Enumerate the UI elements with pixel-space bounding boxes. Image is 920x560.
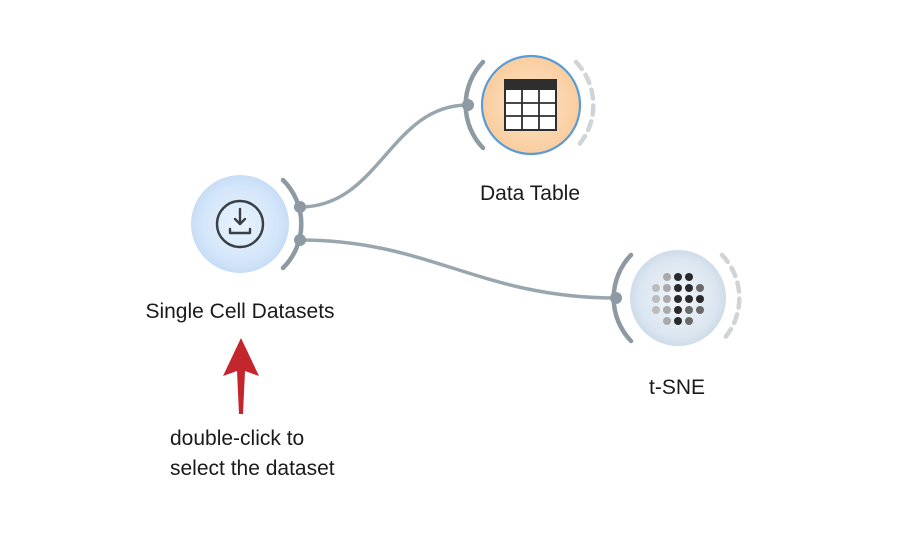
node-data-table[interactable] — [462, 54, 596, 156]
annotation-text: double-click to select the dataset — [170, 424, 335, 484]
link-source-to-table[interactable] — [299, 103, 469, 209]
output-port-arc[interactable] — [280, 177, 304, 271]
annotation-line: select the dataset — [170, 457, 335, 480]
output-port-arc-dashed[interactable] — [573, 59, 596, 151]
download-icon — [215, 199, 265, 249]
output-port-arc-dashed[interactable] — [719, 252, 742, 344]
node-label-t-sne: t-SNE — [648, 376, 706, 399]
node-t-sne[interactable] — [610, 250, 742, 346]
node-label-single-cell-datasets: Single Cell Datasets — [145, 300, 335, 323]
arrow-up-icon — [223, 338, 259, 414]
table-icon — [504, 79, 557, 131]
output-port-dot[interactable] — [294, 201, 306, 213]
output-port-dot[interactable] — [294, 234, 306, 246]
node-single-cell-datasets[interactable] — [191, 175, 306, 273]
input-port-dot[interactable] — [610, 292, 622, 304]
node-label-data-table: Data Table — [479, 182, 581, 205]
scatter-dots-icon — [652, 273, 704, 325]
annotation-line: double-click to — [170, 427, 305, 450]
link-source-to-tsne[interactable] — [299, 238, 617, 300]
input-port-dot[interactable] — [462, 99, 474, 111]
